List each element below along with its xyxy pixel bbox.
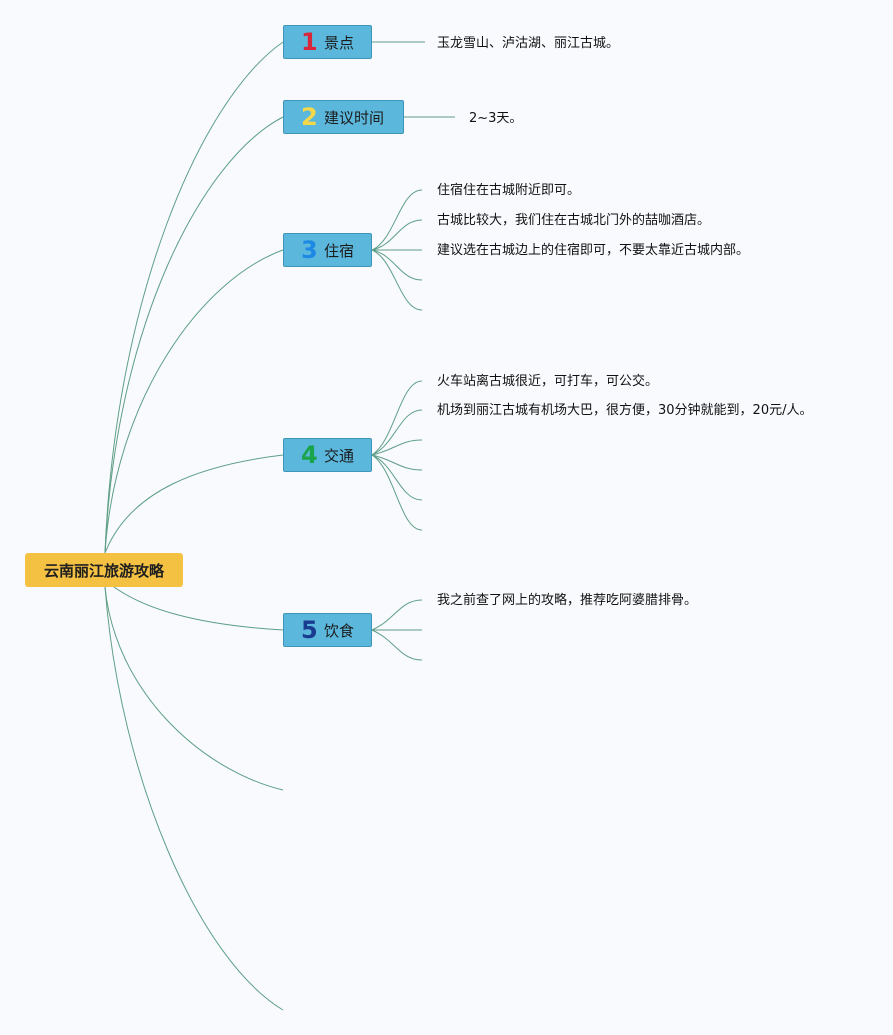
leaf-transport-1[interactable]: 火车站离古城很近，可打车，可公交。 bbox=[437, 374, 659, 389]
link-b3-leaf-2 bbox=[371, 219, 423, 251]
leaf-accommodation-1[interactable]: 住宿住在古城附近即可。 bbox=[437, 183, 581, 198]
root-topic-label: 云南丽江旅游攻略 bbox=[43, 561, 164, 580]
link-root-branch-3 bbox=[104, 249, 284, 554]
leaf-accommodation-3[interactable]: 建议选在古城边上的住宿即可，不要太靠近古城内部。 bbox=[437, 243, 750, 258]
branch-label: 交通 bbox=[324, 446, 355, 465]
link-root-empty-2 bbox=[104, 586, 284, 1011]
branch-label: 饮食 bbox=[324, 621, 355, 640]
branch-transport[interactable]: 4 交通 bbox=[283, 438, 372, 472]
number-1-icon: 1 bbox=[301, 28, 318, 56]
link-b5-leaf-1 bbox=[371, 599, 423, 631]
link-b3-leaf-1 bbox=[371, 189, 423, 251]
branch-label: 建议时间 bbox=[324, 108, 385, 127]
link-b4-leaf-2 bbox=[371, 409, 423, 456]
link-b4-leaf-4 bbox=[371, 454, 423, 471]
leaf-food-1[interactable]: 我之前查了网上的攻略，推荐吃阿婆腊排骨。 bbox=[437, 593, 698, 608]
root-topic[interactable]: 云南丽江旅游攻略 bbox=[25, 553, 183, 587]
leaf-time-1[interactable]: 2~3天。 bbox=[469, 111, 523, 126]
link-b4-leaf-1 bbox=[371, 380, 423, 456]
branch-suggested-time[interactable]: 2 建议时间 bbox=[283, 100, 404, 134]
branch-food[interactable]: 5 饮食 bbox=[283, 613, 372, 647]
link-b3-leaf-4 bbox=[371, 249, 423, 281]
link-root-branch-4 bbox=[104, 454, 284, 554]
number-5-icon: 5 bbox=[301, 616, 318, 644]
branch-attractions[interactable]: 1 景点 bbox=[283, 25, 372, 59]
number-3-icon: 3 bbox=[301, 236, 318, 264]
link-root-branch-1 bbox=[104, 41, 284, 554]
link-b4-leaf-3 bbox=[371, 439, 423, 456]
number-4-icon: 4 bbox=[301, 441, 318, 469]
link-b5-leaf-3 bbox=[371, 629, 423, 661]
number-2-icon: 2 bbox=[301, 103, 318, 131]
link-b4-leaf-5 bbox=[371, 454, 423, 501]
branch-label: 景点 bbox=[324, 33, 355, 52]
link-root-empty-1 bbox=[104, 586, 284, 791]
leaf-accommodation-2[interactable]: 古城比较大，我们住在古城北门外的喆咖酒店。 bbox=[437, 213, 711, 228]
link-root-branch-2 bbox=[104, 116, 284, 554]
branch-accommodation[interactable]: 3 住宿 bbox=[283, 233, 372, 267]
leaf-transport-2[interactable]: 机场到丽江古城有机场大巴，很方便，30分钟就能到，20元/人。 bbox=[437, 403, 813, 418]
link-b4-leaf-6 bbox=[371, 454, 423, 531]
branch-label: 住宿 bbox=[324, 241, 355, 260]
leaf-attractions-1[interactable]: 玉龙雪山、泸沽湖、丽江古城。 bbox=[437, 36, 620, 51]
link-b3-leaf-5 bbox=[371, 249, 423, 311]
link-root-branch-5 bbox=[104, 579, 284, 631]
